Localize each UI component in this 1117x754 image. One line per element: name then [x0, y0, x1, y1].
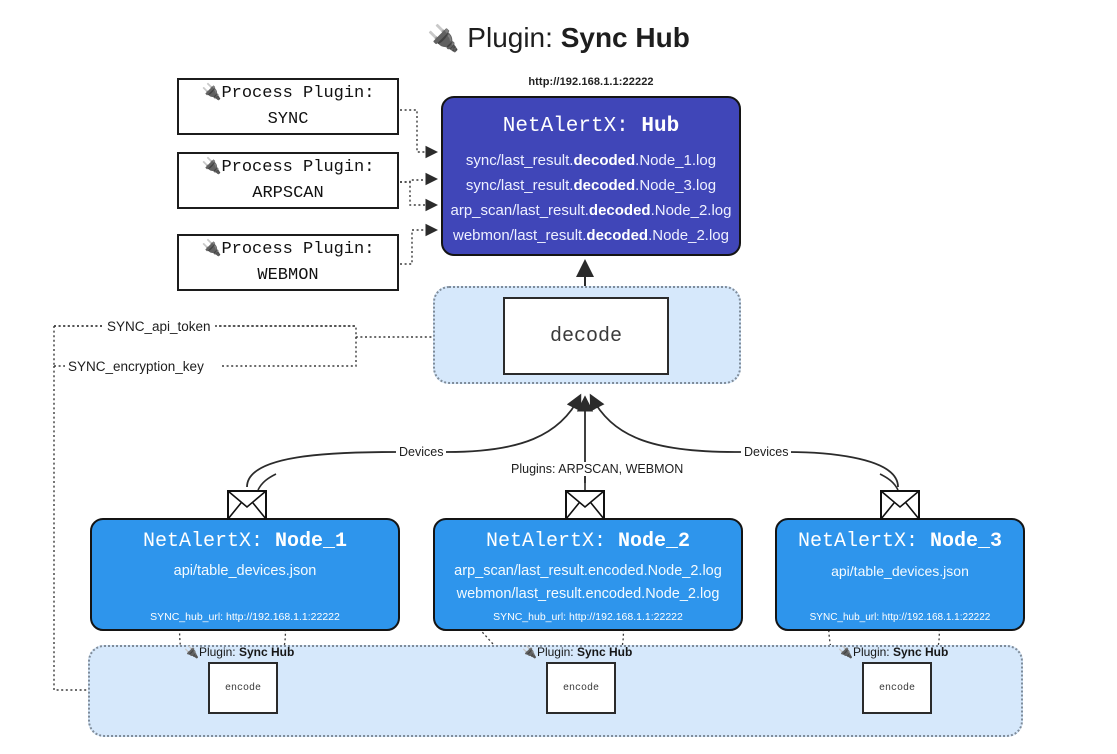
process-plugin-name: SYNC [267, 110, 309, 129]
hub-log-line: arp_scan/last_result.decoded.Node_2.log [443, 198, 739, 223]
plugin-tag-node-1: 🔌Plugin: Sync Hub [184, 645, 294, 660]
plugin-tag-prefix: Plugin: [852, 645, 890, 659]
process-plugin-label: Process Plugin: [221, 158, 375, 177]
node-line: api/table_devices.json [831, 563, 969, 579]
hub-log-line: sync/last_result.decoded.Node_1.log [443, 148, 739, 173]
plugin-tag-prefix: Plugin: [198, 645, 236, 659]
plug-icon: 🔌 [838, 645, 853, 659]
hub-log-post: .Node_2.log [648, 227, 729, 244]
hub-log-em: decoded [588, 202, 651, 219]
setting-label-api-token: SYNC_api_token [104, 319, 214, 334]
node-title-name: Node_2 [618, 530, 691, 553]
envelope-icon [880, 490, 920, 520]
decode-box[interactable]: decode [503, 297, 669, 375]
setting-label-encryption-key: SYNC_encryption_key [65, 359, 207, 374]
hub-title-prefix: NetAlertX: [502, 115, 629, 138]
plug-icon: 🔌 [201, 240, 222, 258]
plugin-tag-name: Sync Hub [893, 645, 949, 659]
node-line: api/table_devices.json [173, 563, 317, 579]
process-plugin-box-webmon[interactable]: 🔌Process Plugin: WEBMON [177, 234, 399, 291]
process-plugin-name: ARPSCAN [252, 184, 324, 203]
edge-label-plugins: Plugins: ARPSCAN, WEBMON [508, 462, 687, 476]
hub-log-post: .Node_2.log [650, 202, 732, 219]
node-title: NetAlertX: Node_1 [92, 527, 398, 557]
encode-box-node-3[interactable]: encode [862, 662, 932, 714]
plug-icon: 🔌 [522, 645, 537, 659]
plugin-to-hub-connectors [400, 109, 439, 265]
node-line: arp_scan/last_result.encoded.Node_2.log [454, 563, 722, 579]
node-title-prefix: NetAlertX: [485, 530, 606, 553]
title-prefix: Plugin: [467, 22, 553, 53]
node-title: NetAlertX: Node_3 [777, 527, 1023, 557]
plugin-tag-name: Sync Hub [577, 645, 633, 659]
hub-log-pre: sync/last_result. [465, 177, 574, 194]
hub-log-post: .Node_1.log [635, 152, 717, 169]
process-plugin-box-arpscan[interactable]: 🔌Process Plugin: ARPSCAN [177, 152, 399, 209]
edge-label-devices-left: Devices [396, 445, 447, 459]
envelope-icon [227, 490, 267, 520]
hub-log-em: decoded [586, 227, 649, 244]
node-lines: api/table_devices.json [92, 560, 398, 583]
hub-log-pre: arp_scan/last_result. [450, 202, 589, 219]
node-box-node-1[interactable]: NetAlertX: Node_1 api/table_devices.json… [90, 518, 400, 631]
plug-icon: 🔌 [184, 645, 199, 659]
title-name: Sync Hub [560, 22, 690, 53]
node-box-node-2[interactable]: NetAlertX: Node_2 arp_scan/last_result.e… [433, 518, 743, 631]
plugin-tag-prefix: Plugin: [536, 645, 574, 659]
hub-log-em: decoded [573, 152, 636, 169]
hub-title: NetAlertX: Hub [443, 110, 739, 144]
node-footer-hub-url: SYNC_hub_url: http://192.168.1.1:22222 [150, 611, 340, 623]
hub-log-pre: webmon/last_result. [453, 227, 587, 244]
node-title-prefix: NetAlertX: [797, 530, 918, 553]
node-title-name: Node_3 [930, 530, 1003, 553]
settings-connectors [53, 325, 501, 697]
node-lines: api/table_devices.json [777, 560, 1023, 583]
encode-box-node-2[interactable]: encode [546, 662, 616, 714]
node-box-node-3[interactable]: NetAlertX: Node_3 api/table_devices.json… [775, 518, 1025, 631]
plugin-tag-node-2: 🔌Plugin: Sync Hub [522, 645, 632, 660]
process-plugin-box-sync[interactable]: 🔌Process Plugin: SYNC [177, 78, 399, 135]
hub-box[interactable]: NetAlertX: Hub sync/last_result.decoded.… [441, 96, 741, 256]
plug-icon: 🔌 [427, 23, 460, 53]
hub-log-post: .Node_3.log [635, 177, 717, 194]
plug-icon: 🔌 [201, 84, 222, 102]
page-title: 🔌 Plugin: Sync Hub [0, 16, 1117, 60]
node-title-prefix: NetAlertX: [142, 530, 263, 553]
node-lines: arp_scan/last_result.encoded.Node_2.log … [435, 560, 741, 606]
process-plugin-label: Process Plugin: [221, 240, 375, 259]
envelope-icon [565, 490, 605, 520]
hub-log-line: webmon/last_result.decoded.Node_2.log [443, 223, 739, 248]
node-title: NetAlertX: Node_2 [435, 527, 741, 557]
plug-icon: 🔌 [201, 158, 222, 176]
encode-box-node-1[interactable]: encode [208, 662, 278, 714]
node-footer-hub-url: SYNC_hub_url: http://192.168.1.1:22222 [493, 611, 683, 623]
hub-log-line: sync/last_result.decoded.Node_3.log [443, 173, 739, 198]
hub-log-pre: sync/last_result. [465, 152, 574, 169]
process-plugin-label: Process Plugin: [221, 84, 375, 103]
hub-log-lines: sync/last_result.decoded.Node_1.log sync… [443, 148, 739, 248]
node-title-name: Node_1 [275, 530, 348, 553]
plugin-tag-name: Sync Hub [239, 645, 295, 659]
node-footer-hub-url: SYNC_hub_url: http://192.168.1.1:22222 [809, 612, 991, 623]
hub-log-em: decoded [573, 177, 636, 194]
edge-label-devices-right: Devices [741, 445, 792, 459]
hub-url-label: http://192.168.1.1:22222 [528, 76, 654, 88]
hub-title-name: Hub [641, 115, 680, 138]
plugin-tag-node-3: 🔌Plugin: Sync Hub [838, 645, 948, 660]
node-line: webmon/last_result.encoded.Node_2.log [456, 586, 720, 602]
process-plugin-name: WEBMON [257, 266, 319, 285]
